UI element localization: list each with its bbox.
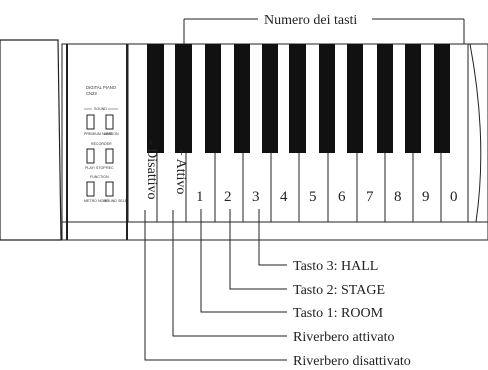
black-key[interactable] (377, 44, 393, 153)
black-key[interactable] (262, 44, 278, 153)
control-panel: DIGITAL PIANO CN23 SOUND PREMIUM NAME LE… (84, 85, 133, 203)
black-key[interactable] (289, 44, 306, 153)
black-key[interactable] (434, 44, 450, 153)
premium-name-button[interactable] (86, 114, 95, 130)
key-label-disattivo: - Disattivo (144, 140, 159, 200)
premium-name-label: PREMIUM NAME (84, 132, 113, 136)
key-label-0: 0 (450, 189, 458, 205)
metronome-button[interactable] (86, 181, 95, 197)
key-label-attivo: + Attivo (173, 148, 188, 194)
key-label-2: 2 (224, 189, 232, 205)
black-key[interactable] (234, 44, 250, 153)
callout-hall: Tasto 3: HALL (293, 259, 378, 274)
play-stop-button[interactable] (86, 148, 95, 164)
black-keys (147, 44, 450, 153)
model-name: DIGITAL PIANO (86, 85, 117, 90)
callout-reverb-on: Riverbero attivato (293, 330, 394, 345)
model-number: CN23 (86, 91, 97, 96)
metronome-label: METRO NOME (84, 199, 109, 203)
key-label-1: 1 (196, 189, 204, 205)
black-key[interactable] (319, 44, 335, 153)
play-stop-label: PLAY/ STOP (85, 166, 106, 170)
key-label-5: 5 (309, 189, 317, 205)
key-numbers-bracket (183, 18, 465, 44)
sound-select-label: SOUND SELECT (104, 199, 133, 203)
key-label-9: 9 (422, 189, 430, 205)
rec-label: REC (106, 166, 114, 170)
key-label-3: 3 (252, 189, 260, 205)
lesson-button[interactable] (105, 114, 114, 130)
key-label-8: 8 (394, 189, 402, 205)
sound-group-label: SOUND (94, 107, 107, 111)
rec-button[interactable] (105, 148, 114, 164)
black-key[interactable] (175, 44, 192, 153)
lesson-label: LESSON (104, 132, 119, 136)
function-group-label: FUNCTION (90, 175, 109, 179)
cabinet-cheek (0, 39, 62, 241)
key-label-7: 7 (366, 189, 374, 205)
black-key[interactable] (347, 44, 363, 153)
callout-reverb-off: Riverbero disattivato (293, 354, 411, 369)
callout-lines (144, 209, 287, 361)
black-key[interactable] (405, 44, 421, 153)
key-label-6: 6 (338, 189, 346, 205)
black-key[interactable] (205, 44, 221, 153)
black-key[interactable] (147, 44, 164, 153)
callout-room: Tasto 1: ROOM (293, 306, 384, 321)
panel-edge (66, 44, 68, 240)
key-numbers-label: Numero dei tasti (264, 13, 357, 28)
callout-stage: Tasto 2: STAGE (293, 283, 385, 298)
cheek-curve-right (469, 43, 482, 223)
recorder-group-label: RECORDER (91, 142, 112, 146)
sound-select-button[interactable] (105, 181, 114, 197)
panel-divider (126, 44, 128, 240)
key-label-4: 4 (280, 189, 288, 205)
